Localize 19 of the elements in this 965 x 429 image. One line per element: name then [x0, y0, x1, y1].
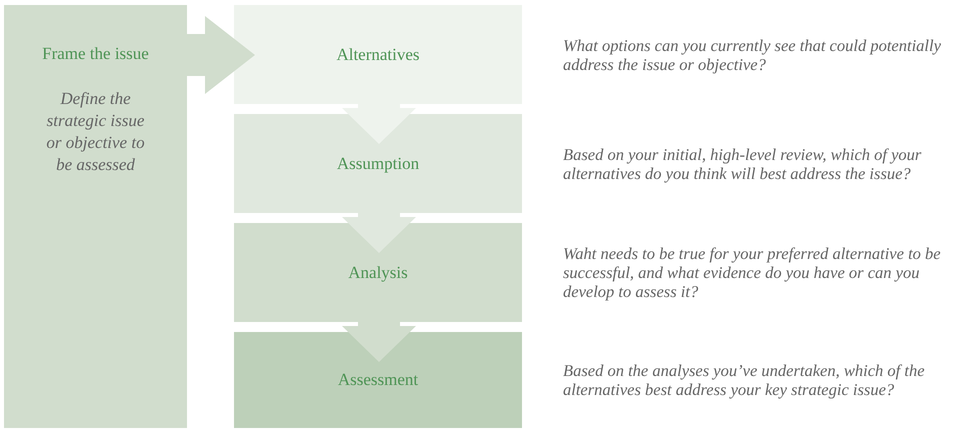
block-arrow [342, 104, 416, 144]
step-box [234, 332, 522, 428]
column-box [4, 5, 187, 428]
block-arrow [187, 16, 255, 94]
question-text: Waht needs to be true for your preferred alternative to be successful, and what evidence do you have or can you develop to assess it? [563, 244, 942, 301]
column-title: Frame the issue [42, 43, 149, 64]
question-text: Based on your initial, high-level review, which of your alternatives do you think will best address the issue? [563, 144, 922, 182]
step-title: Assumption [336, 152, 420, 175]
question-text: What options can you currently see that could potentially address the issue or objective? [563, 36, 942, 74]
block-arrow [342, 213, 416, 253]
step-title: Analysis [348, 262, 408, 284]
block-arrow [342, 322, 416, 362]
step-title: Assessment [338, 369, 418, 392]
step-box [234, 223, 522, 322]
step-box [234, 114, 522, 213]
step-title: Alternatives [336, 44, 420, 66]
question-text: Based on the analyses you’ve undertaken, which of the alternatives best address your key strategic issue? [563, 361, 926, 399]
column-description: Define the strategic issue or objective to be assessed [45, 88, 146, 176]
step-box [234, 5, 522, 104]
